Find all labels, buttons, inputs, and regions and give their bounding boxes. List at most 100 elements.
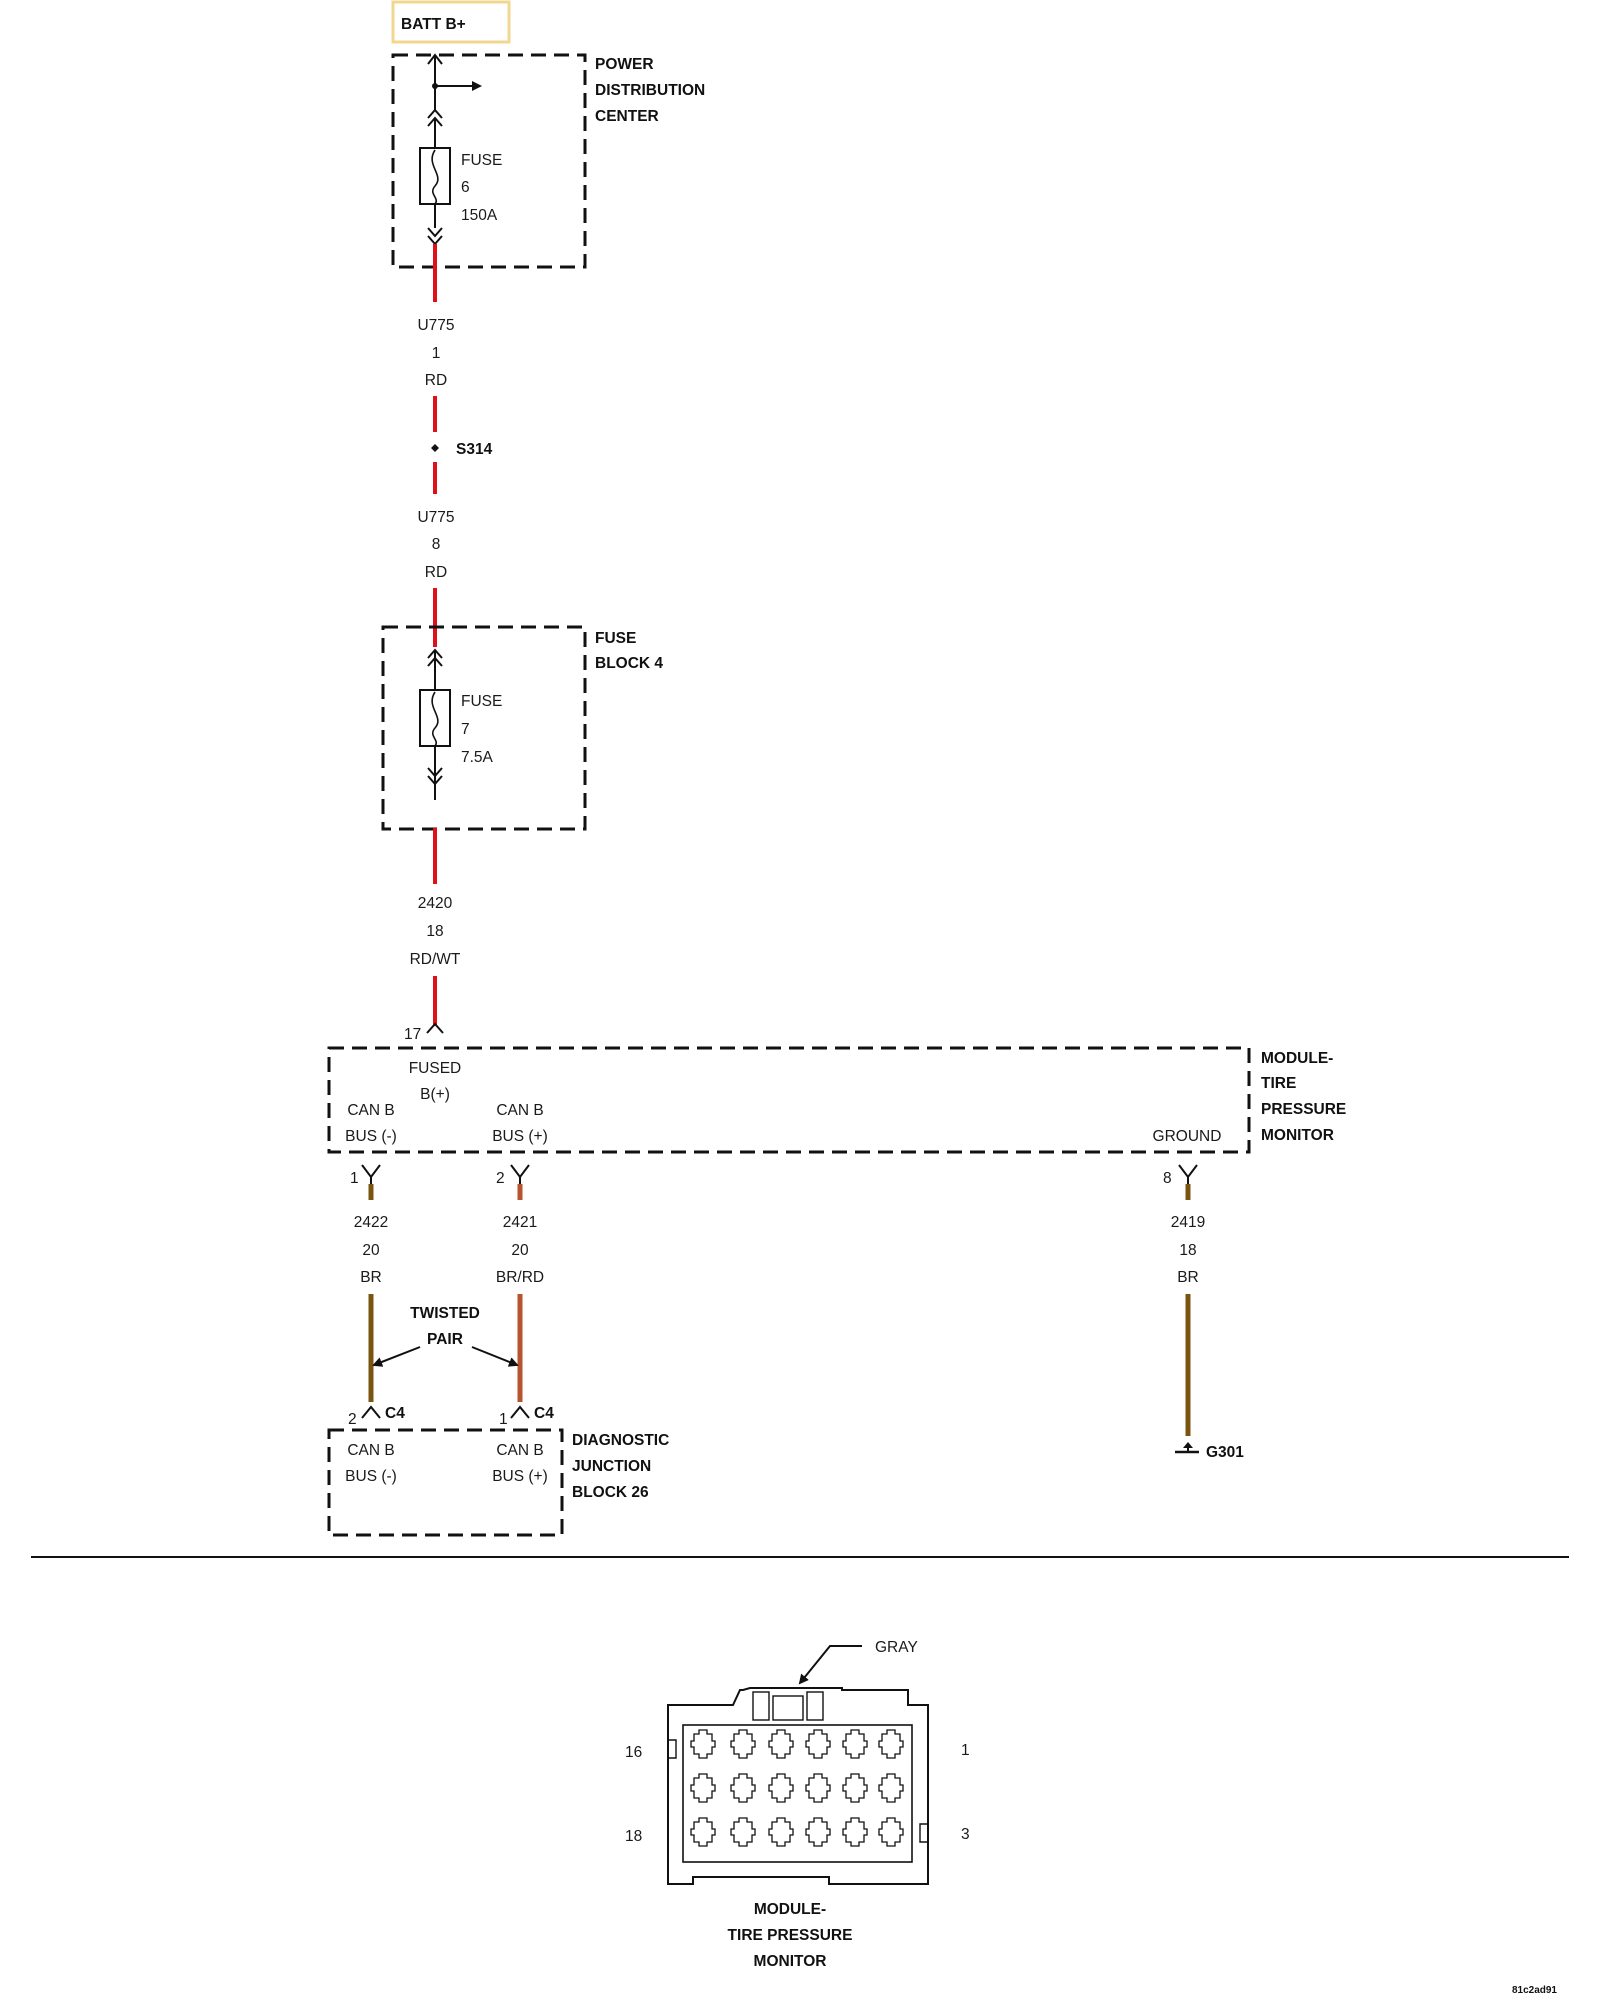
ground-point-label: G301 <box>1206 1444 1244 1461</box>
image-code: 81c2ad91 <box>1512 1985 1557 1996</box>
batt-label: BATT B+ <box>401 16 466 33</box>
wire-u775-8-circuit: U775 <box>417 509 454 526</box>
twisted-pair-line2: PAIR <box>427 1331 463 1348</box>
connector-color-leader <box>798 1645 862 1685</box>
module-canb-plus-line1: CAN B <box>496 1102 543 1119</box>
module-box <box>327 1046 1251 1154</box>
djb-pin-2-connector: C4 <box>385 1405 405 1422</box>
twisted-pair-arrow-left <box>372 1346 421 1367</box>
connector-cavity <box>690 1817 716 1847</box>
djb-name-line3: BLOCK 26 <box>572 1484 649 1501</box>
pdc-fuse-number: 6 <box>461 179 470 196</box>
connector-title-line3: MONITOR <box>754 1953 827 1970</box>
djb-pin-1-label: 1 <box>499 1411 508 1428</box>
pin-2-label: 2 <box>496 1170 505 1187</box>
pdc-name-line2: DISTRIBUTION <box>595 82 705 99</box>
connector-key-left <box>668 1739 677 1759</box>
connector-latch-center <box>772 1695 804 1721</box>
wire-2419-gauge: 18 <box>1179 1242 1196 1259</box>
connector-cavity <box>730 1773 756 1803</box>
module-canb-plus-line2: BUS (+) <box>492 1128 548 1145</box>
pdc-fuse-label: FUSE <box>461 152 502 169</box>
pdc-box <box>391 53 587 269</box>
connector-housing <box>667 1687 929 1885</box>
connector-cavity <box>768 1773 794 1803</box>
djb-canb-minus-line2: BUS (-) <box>345 1468 397 1485</box>
wire-2422-color: BR <box>360 1269 382 1286</box>
djb-pin-2-connector-icon <box>361 1405 381 1419</box>
pdc-name-line1: POWER <box>595 56 654 73</box>
splice-s314-label: S314 <box>456 441 493 458</box>
pdc-connector-top <box>427 53 443 65</box>
connector-latch-left <box>752 1691 770 1721</box>
connector-cavity <box>878 1729 904 1759</box>
batt-box <box>391 0 511 44</box>
connector-cavity <box>805 1773 831 1803</box>
fuse-block-fuse-number: 7 <box>461 721 470 738</box>
djb-canb-plus-line2: BUS (+) <box>492 1468 548 1485</box>
djb-pin-1-connector-icon <box>510 1405 530 1419</box>
pdc-fuse-rating: 150A <box>461 207 498 224</box>
wire-2419-circuit: 2419 <box>1171 1214 1205 1231</box>
wire-u775-1-circuit: U775 <box>417 317 454 334</box>
connector-cavities <box>690 1729 904 1847</box>
connector-pin-1-label: 1 <box>961 1742 970 1759</box>
djb-name-line2: JUNCTION <box>572 1458 651 1475</box>
connector-cavity <box>842 1773 868 1803</box>
module-name-line3: PRESSURE <box>1261 1101 1346 1118</box>
connector-key-right <box>919 1823 928 1843</box>
wire-2420-gauge: 18 <box>426 923 443 940</box>
connector-pin-16-label: 16 <box>625 1744 642 1761</box>
connector-title-line1: MODULE- <box>754 1901 826 1918</box>
connector-pin-18-label: 18 <box>625 1828 642 1845</box>
wire-2422-gauge: 20 <box>362 1242 380 1259</box>
connector-cavity <box>878 1817 904 1847</box>
wire-u775-8-gauge: 8 <box>432 536 441 553</box>
fuse-block-chevron-out <box>427 767 443 786</box>
connector-cavity <box>805 1817 831 1847</box>
pin-1-connector-icon <box>361 1164 381 1184</box>
fuse-block-fuse-rating: 7.5A <box>461 749 494 766</box>
twisted-pair-line1: TWISTED <box>410 1305 480 1322</box>
wire-u775-1-color: RD <box>425 372 447 389</box>
djb-box <box>327 1428 564 1537</box>
fuse-block-name-line1: FUSE <box>595 630 636 647</box>
module-canb-minus-line2: BUS (-) <box>345 1128 397 1145</box>
djb-name-line1: DIAGNOSTIC <box>572 1432 669 1449</box>
module-name-line2: TIRE <box>1261 1075 1296 1092</box>
connector-latch-right <box>806 1691 824 1721</box>
pin-17-label: 17 <box>404 1026 421 1043</box>
connector-cavity <box>730 1729 756 1759</box>
fuse-block-fuse-label: FUSE <box>461 693 502 710</box>
connector-cavity <box>842 1729 868 1759</box>
connector-cavity <box>805 1729 831 1759</box>
module-name-line1: MODULE- <box>1261 1050 1333 1067</box>
fuse-block-name-line2: BLOCK 4 <box>595 655 663 672</box>
module-canb-minus-line1: CAN B <box>347 1102 394 1119</box>
splice-s314-icon <box>431 444 439 452</box>
pdc-chevron-out <box>427 227 443 246</box>
djb-pin-1-connector: C4 <box>534 1405 554 1422</box>
wire-2421-circuit: 2421 <box>503 1214 537 1231</box>
connector-cavity <box>768 1729 794 1759</box>
wire-2421-gauge: 20 <box>511 1242 529 1259</box>
pin-8-label: 8 <box>1163 1170 1172 1187</box>
module-fused-label-line1: FUSED <box>409 1060 462 1077</box>
connector-face-view <box>667 1687 929 1885</box>
djb-canb-plus-line1: CAN B <box>496 1442 543 1459</box>
twisted-pair-arrow-right <box>471 1346 519 1367</box>
connector-cavity <box>730 1817 756 1847</box>
connector-cavity <box>842 1817 868 1847</box>
wire-u775-8-color: RD <box>425 564 447 581</box>
module-name-line4: MONITOR <box>1261 1127 1334 1144</box>
connector-pin-3-label: 3 <box>961 1826 970 1843</box>
wire-2420-circuit: 2420 <box>418 895 453 912</box>
pdc-name-line3: CENTER <box>595 108 659 125</box>
pin-1-label: 1 <box>350 1170 359 1187</box>
module-ground-label: GROUND <box>1153 1128 1222 1145</box>
module-fused-label-line2: B(+) <box>420 1086 450 1103</box>
djb-canb-minus-line1: CAN B <box>347 1442 394 1459</box>
fuse-block-fuse-element <box>431 691 439 747</box>
pin-8-connector-icon <box>1178 1164 1198 1184</box>
